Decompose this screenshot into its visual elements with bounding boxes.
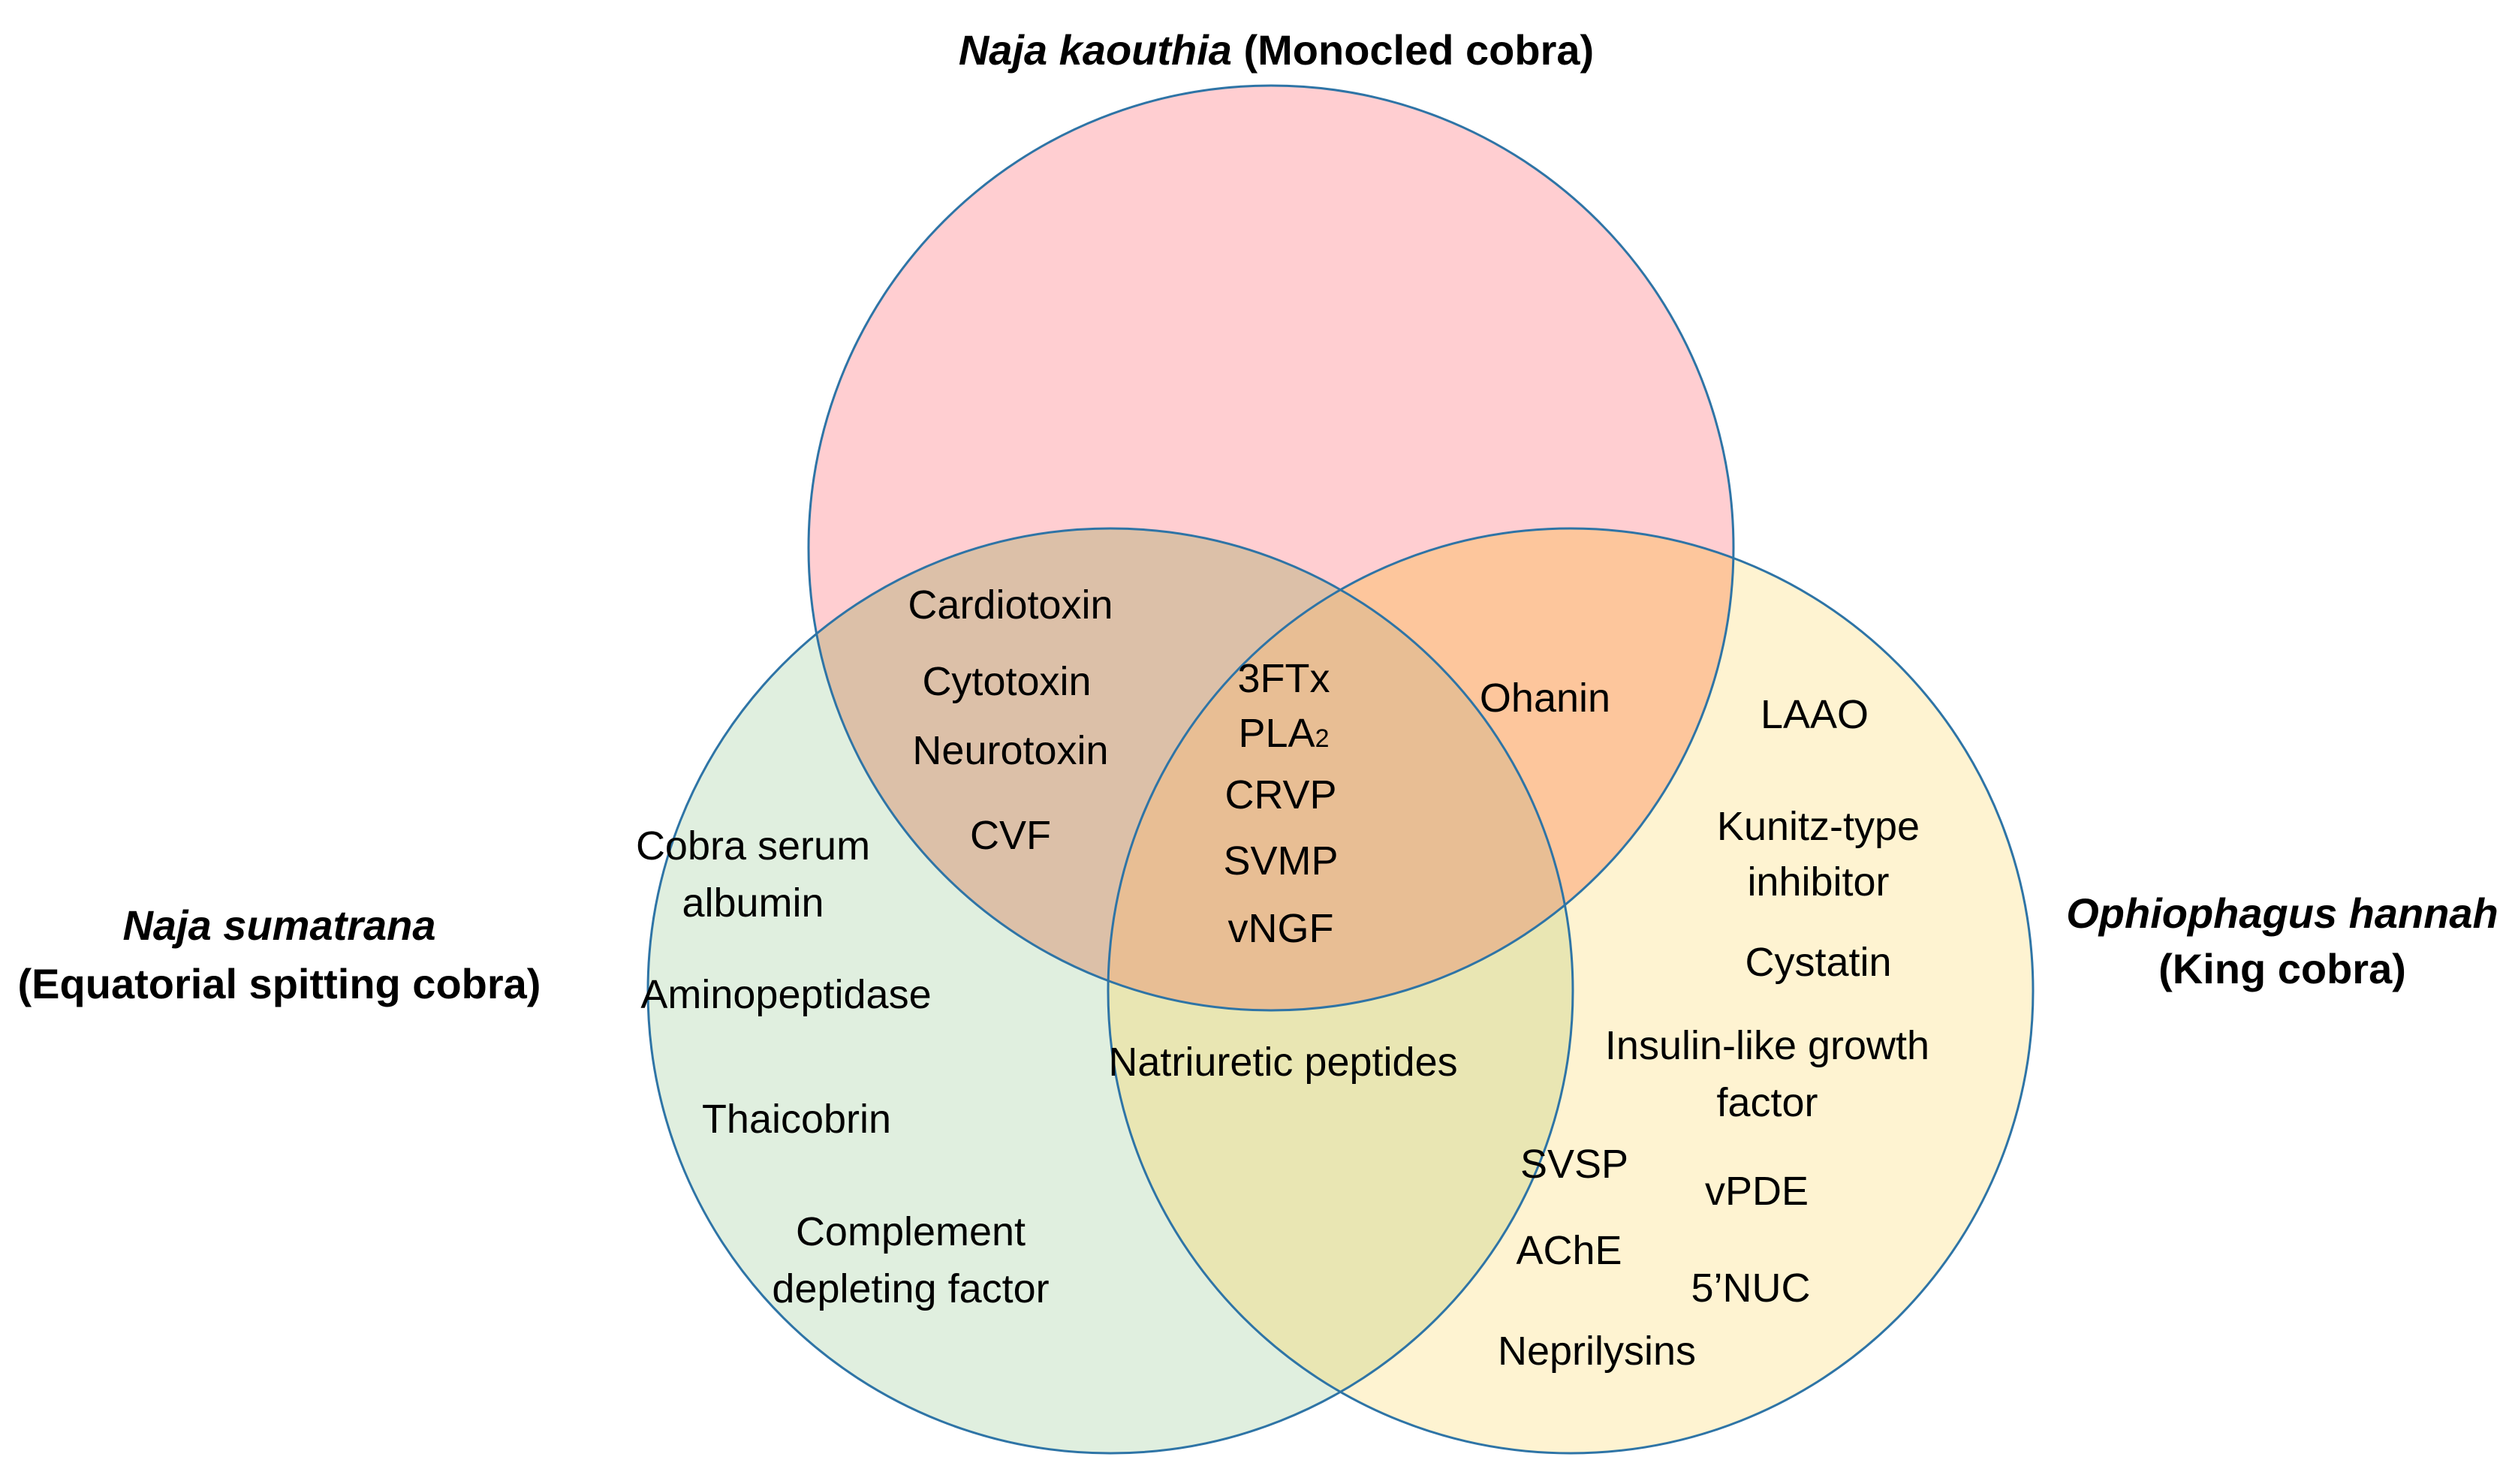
title-kaouthia: Naja kaouthia (Monocled cobra) [959,26,1594,74]
label-pla2: PLA2 [1239,711,1330,756]
label-aminopeptidase: Aminopeptidase [640,972,931,1017]
label-vpde: vPDE [1705,1169,1809,1214]
label-complement-line1: Complement [796,1209,1026,1254]
label-neurotoxin: Neurotoxin [912,728,1108,773]
label-neprilysins: Neprilysins [1498,1329,1696,1374]
title-hannah-common: (King cobra) [2158,945,2406,992]
label-5nuc: 5’NUC [1691,1266,1810,1311]
label-igf-line1: Insulin-like growth [1605,1023,1929,1068]
label-crvp: CRVP [1224,772,1336,817]
label-laao: LAAO [1761,692,1869,737]
label-natriuretic-peptides: Natriuretic peptides [1108,1040,1457,1085]
label-cystatin: Cystatin [1745,940,1891,985]
label-thaicobrin: Thaicobrin [702,1097,891,1142]
label-ohanin: Ohanin [1480,676,1610,721]
label-cytotoxin: Cytotoxin [922,659,1091,704]
label-cardiotoxin: Cardiotoxin [908,582,1113,628]
label-cvf: CVF [970,813,1051,858]
label-ache: AChE [1516,1228,1622,1273]
label-vngf: vNGF [1228,906,1334,951]
outline-sumatrana [646,527,1574,1455]
outline-kaouthia [807,84,1735,1012]
title-hannah: Ophiophagus hannah [2066,889,2498,937]
outline-hannah [1107,527,2035,1455]
label-cobra-serum-albumin-line2: albumin [682,880,824,926]
label-igf-line2: factor [1716,1080,1818,1125]
title-sumatrana: Naja sumatrana [122,902,435,949]
label-svmp: SVMP [1223,838,1338,883]
label-svsp: SVSP [1520,1142,1628,1187]
label-complement-line2: depleting factor [772,1266,1049,1311]
label-kunitz-line2: inhibitor [1747,859,1889,905]
label-kunitz-line1: Kunitz-type [1717,804,1920,849]
label-cobra-serum-albumin-line1: Cobra serum [636,823,870,868]
label-3ftx: 3FTx [1237,656,1330,701]
title-sumatrana-common: (Equatorial spitting cobra) [18,960,541,1007]
